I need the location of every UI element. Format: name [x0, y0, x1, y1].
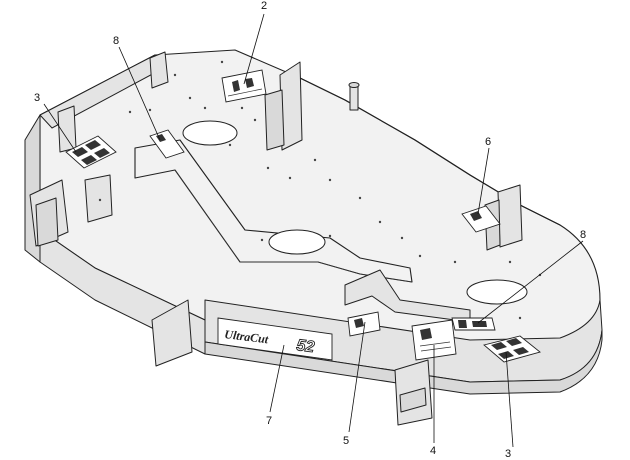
- brand-name-text: UltraCut: [224, 327, 270, 346]
- decal-4: [411, 319, 457, 361]
- spindle-opening-center: [268, 229, 326, 255]
- right-side-bracket: [497, 184, 523, 248]
- brand-size-text: 52: [296, 337, 316, 356]
- spindle-opening-left: [182, 120, 238, 146]
- callout-label-8-right: 8: [580, 229, 586, 241]
- spindle-opening-right: [466, 279, 528, 305]
- callout-label-7: 7: [266, 415, 272, 427]
- decal-2: [221, 69, 267, 103]
- fastener-dots: [98, 60, 542, 320]
- front-right-lower-bracket-slot: [399, 387, 427, 413]
- decal-3-right: [483, 335, 541, 363]
- rear-left-bracket: [149, 51, 169, 89]
- callout-leaders: [43, 13, 584, 448]
- decal-8-right: [451, 317, 496, 331]
- decal-5: [347, 311, 381, 337]
- callout-label-3-left: 3: [34, 92, 40, 104]
- left-hitch-bracket-lower: [35, 197, 59, 247]
- callout-label-6: 6: [485, 136, 491, 148]
- deck-rear-rim-right: [299, 77, 561, 226]
- callout-label-2-top: 2: [261, 0, 267, 12]
- callout-label-4: 4: [430, 445, 436, 457]
- callout-label-3-right: 3: [505, 448, 511, 460]
- callout-label-5: 5: [343, 435, 349, 447]
- callout-label-8-left: 8: [113, 35, 119, 47]
- pivot-post: [349, 84, 359, 111]
- left-mid-bracket: [84, 174, 113, 223]
- rear-right-bracket-fin: [264, 89, 285, 151]
- decal-6: [461, 205, 501, 233]
- front-left-lower-bracket: [151, 299, 193, 367]
- decal-3-left: [65, 135, 117, 169]
- decal-7-brand-plate: UltraCut 52: [217, 317, 333, 361]
- pivot-post-cap: [348, 82, 360, 88]
